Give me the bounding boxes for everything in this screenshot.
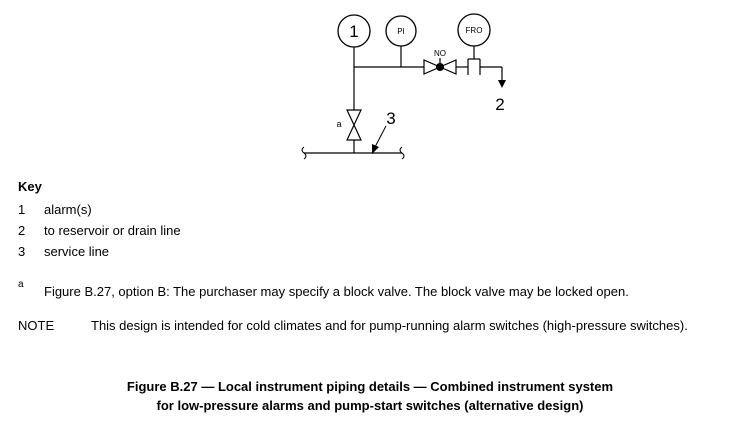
key-item-number: 1 [18, 202, 26, 217]
note-text: This design is intended for cold climate… [91, 318, 688, 333]
key-item-number: 2 [18, 223, 26, 238]
footnote-marker: a [18, 279, 24, 290]
callout-3-leader [374, 125, 387, 148]
service-line-break-left [301, 146, 307, 160]
key-title: Key [18, 179, 42, 194]
callout-3: 3 [386, 109, 395, 128]
note-label: NOTE [18, 318, 55, 333]
valve-no-label: NO [434, 49, 446, 58]
fro-label: FRO [466, 26, 483, 35]
instrument-1-label: 1 [349, 22, 358, 41]
service-line-break-right [399, 146, 405, 160]
pressure-indicator-symbol: PI [385, 15, 417, 47]
callout-3-arrow [372, 144, 379, 154]
pi-label: PI [397, 27, 405, 36]
footnote-marker-a: a [336, 119, 341, 129]
key-item-text: alarm(s) [44, 202, 92, 217]
normally-open-valve: NO [423, 49, 457, 75]
block-valve: a [336, 109, 362, 141]
fro-symbol: FRO [457, 13, 491, 47]
callout-2: 2 [495, 95, 504, 114]
key-item-text: to reservoir or drain line [44, 223, 181, 238]
drain-arrow [498, 80, 506, 88]
figure-caption-line-2: for low-pressure alarms and pump-start s… [156, 398, 584, 413]
instrument-1-symbol: 1 [337, 14, 371, 48]
piping-diagram: 1 PI FRO NO 2 a 3 [301, 13, 506, 160]
footnote-text: Figure B.27, option B: The purchaser may… [44, 284, 629, 299]
figure-caption-line-1: Figure B.27 — Local instrument piping de… [126, 379, 614, 394]
key-item-number: 3 [18, 244, 26, 259]
key-item-text: service line [44, 244, 110, 259]
